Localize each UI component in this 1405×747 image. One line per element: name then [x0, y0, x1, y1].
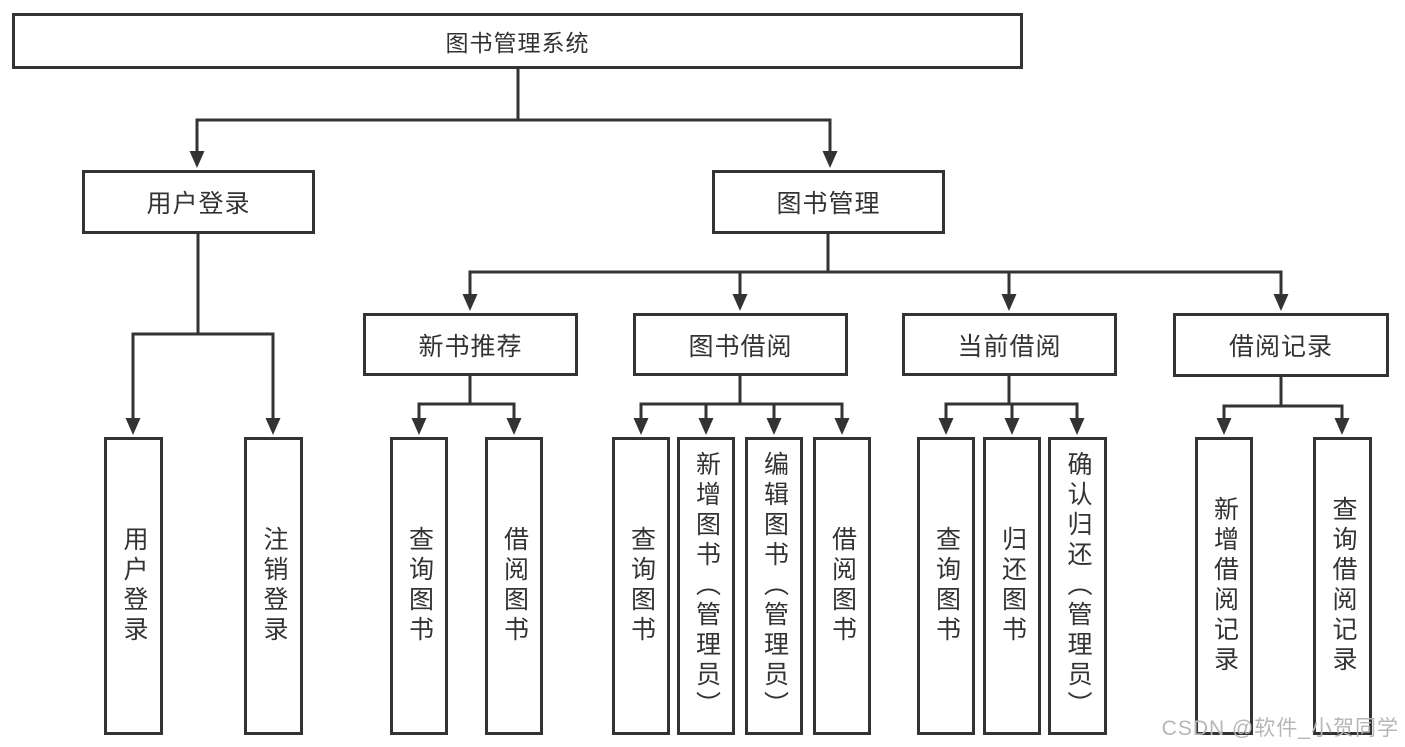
node-label: 用户登录	[120, 526, 148, 646]
arrow-down-icon	[1216, 418, 1232, 435]
arrow-down-icon	[125, 418, 141, 435]
arrow-down-icon	[732, 294, 748, 311]
node-borrow-records: 借阅记录	[1173, 313, 1389, 377]
arrow-down-icon	[633, 418, 649, 435]
leaf-edit-book-admin: 编辑图书（管理员）	[745, 437, 803, 735]
node-label: 当前借阅	[957, 332, 1062, 361]
leaf-query-books-current: 查询图书	[917, 437, 975, 735]
node-label: 借阅记录	[1228, 333, 1333, 361]
node-book-management: 图书管理	[712, 170, 945, 234]
node-label: 新增借阅记录	[1210, 496, 1239, 676]
arrow-down-icon	[834, 418, 850, 435]
leaf-query-borrow-record: 查询借阅记录	[1313, 437, 1372, 735]
arrow-down-icon	[698, 418, 714, 435]
node-label: 查询图书	[627, 526, 656, 646]
node-label: 确认归还（管理员）	[1064, 451, 1092, 721]
connector-user-login-to-leaves	[125, 232, 281, 435]
arrow-down-icon	[1334, 418, 1350, 435]
connector-book-borrow-to-leaves	[633, 374, 850, 435]
leaf-confirm-return-admin: 确认归还（管理员）	[1048, 437, 1107, 735]
node-new-book-recommend: 新书推荐	[363, 313, 578, 376]
connector-new-book-recommend-to-leaves	[411, 374, 522, 435]
arrow-down-icon	[1273, 294, 1289, 311]
node-label: 查询借阅记录	[1329, 496, 1357, 676]
node-label: 图书管理系统	[445, 30, 590, 56]
leaf-return-books: 归还图书	[983, 437, 1041, 735]
leaf-query-books-borrow: 查询图书	[612, 437, 670, 735]
arrow-down-icon	[506, 418, 522, 435]
arrow-down-icon	[1001, 294, 1017, 311]
leaf-borrow-books: 借阅图书	[813, 437, 871, 735]
node-label: 注销登录	[260, 526, 288, 646]
node-label: 新增图书（管理员）	[692, 451, 721, 721]
arrow-down-icon	[1069, 418, 1085, 435]
arrow-down-icon	[1004, 418, 1020, 435]
node-label: 借阅图书	[828, 526, 857, 646]
arrow-down-icon	[265, 418, 281, 435]
node-book-borrow: 图书借阅	[633, 313, 848, 376]
node-label: 图书借阅	[688, 332, 793, 361]
node-label: 查询图书	[405, 526, 434, 646]
leaf-logout: 注销登录	[244, 437, 303, 735]
leaf-add-borrow-record: 新增借阅记录	[1195, 437, 1253, 735]
node-label: 借阅图书	[500, 526, 529, 646]
node-library-management-system: 图书管理系统	[12, 13, 1023, 69]
arrow-down-icon	[766, 418, 782, 435]
leaf-add-book-admin: 新增图书（管理员）	[677, 437, 735, 735]
node-user-login: 用户登录	[82, 170, 315, 234]
node-label: 编辑图书（管理员）	[760, 451, 789, 721]
arrow-down-icon	[411, 418, 427, 435]
connector-current-borrow-to-leaves	[938, 374, 1085, 435]
node-current-borrow: 当前借阅	[902, 313, 1117, 376]
node-label: 归还图书	[998, 526, 1027, 646]
node-label: 查询图书	[932, 526, 961, 646]
leaf-query-books-recommend: 查询图书	[390, 437, 448, 735]
leaf-user-login: 用户登录	[104, 437, 163, 735]
connector-borrow-records-to-leaves	[1216, 375, 1350, 435]
arrow-down-icon	[938, 418, 954, 435]
connector-book-management-to-level3	[462, 232, 1289, 311]
node-label: 图书管理	[776, 190, 881, 218]
arrow-down-icon	[462, 294, 478, 311]
arrow-down-icon	[822, 151, 838, 168]
node-label: 用户登录	[146, 190, 251, 218]
arrow-down-icon	[189, 151, 205, 168]
csdn-watermark: CSDN @软件_小贺同学	[1161, 717, 1399, 740]
leaf-borrow-books-recommend: 借阅图书	[485, 437, 543, 735]
connector-root-to-level2	[189, 67, 838, 168]
node-label: 新书推荐	[418, 332, 523, 361]
